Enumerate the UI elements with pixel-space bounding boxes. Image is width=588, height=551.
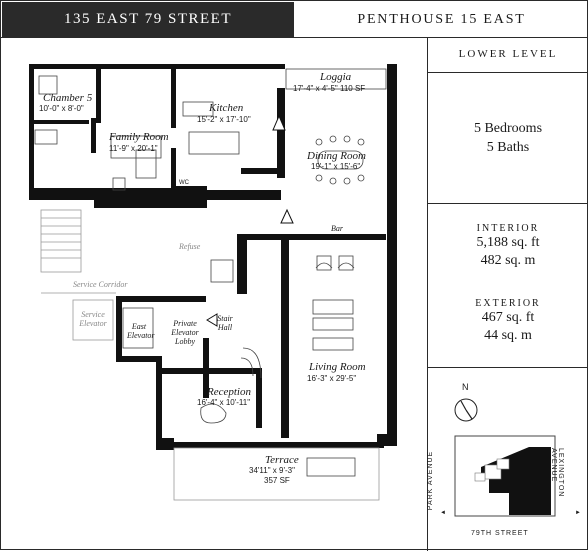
room-label-kitchen: Kitchen: [209, 102, 244, 114]
interior-label: INTERIOR: [476, 223, 540, 234]
level-label: LOWER LEVEL: [458, 48, 558, 60]
room-dims-living: 16'-3" x 29'-5": [307, 374, 357, 383]
room-label-stair-hall: Stair Hall: [217, 314, 233, 332]
room-label-service-corridor: Service Corridor: [73, 280, 128, 289]
north-arrow-icon: [454, 398, 478, 422]
interior-area: INTERIOR 5,188 sq. ft 482 sq. m: [428, 223, 588, 270]
floor-plan-walls: [29, 64, 397, 501]
room-dims-dining: 19'-1" x 15'-6": [311, 162, 361, 171]
room-dims-loggia: 17'-4" x 4'-5" 110 SF: [293, 84, 366, 93]
room-dims-kitchen: 15'-2" x 17'-10": [197, 115, 251, 124]
park-arrow-icon: ◄: [440, 510, 446, 516]
panel-rule-3: [427, 367, 588, 368]
exterior-sqm: 44 sq. m: [484, 328, 532, 343]
exterior-area: EXTERIOR 467 sq. ft 44 sq. m: [428, 298, 588, 345]
street-label-lexington: LEXINGTON AVENUE: [550, 448, 564, 498]
room-label-service-elevator: Service Elevator: [79, 310, 107, 328]
room-label-family: Family Room: [109, 131, 169, 143]
unit-banner: PENTHOUSE 15 EAST: [295, 2, 588, 37]
unit-title: PENTHOUSE 15 EAST: [357, 11, 526, 27]
interior-sqft: 5,188 sq. ft: [476, 235, 540, 250]
interior-sqm: 482 sq. m: [480, 253, 536, 268]
street-label-park: PARK AVENUE: [427, 450, 435, 511]
bath-count: 5 Baths: [486, 140, 530, 155]
panel-divider: [427, 38, 428, 551]
room-label-reception: Reception: [207, 386, 251, 398]
bed-bath-summary: 5 Bedrooms 5 Baths: [428, 119, 588, 157]
room-label-dining: Dining Room: [307, 150, 366, 162]
address-title: 135 EAST 79 STREET: [64, 11, 232, 27]
lex-arrow-icon: ►: [575, 510, 581, 516]
panel-rule-1: [427, 72, 588, 73]
room-label-loggia: Loggia: [320, 71, 352, 83]
exterior-sqft: 467 sq. ft: [481, 310, 535, 325]
key-plan: [454, 435, 556, 517]
room-label-refuse: Refuse: [179, 242, 201, 251]
room-label-bar: Bar: [331, 224, 343, 233]
panel-rule-2: [427, 203, 588, 204]
exterior-label: EXTERIOR: [475, 298, 541, 309]
room-label-terrace: Terrace: [265, 454, 299, 466]
room-area-terrace: 357 SF: [264, 476, 290, 485]
room-label-east-elevator: East Elevator: [127, 322, 155, 340]
bedroom-count: 5 Bedrooms: [473, 121, 543, 136]
north-label: N: [462, 382, 469, 392]
floor-plan: Chamber 5 10'-0" x 8'-0" Family Room 11'…: [1, 38, 427, 551]
room-dims-terrace: 34'11" x 9'-3": [249, 466, 295, 475]
room-label-living: Living Room: [309, 361, 366, 373]
room-label-private-lobby: Private Elevator Lobby: [171, 319, 199, 346]
room-dims-family: 11'-9" x 20'-1": [109, 144, 158, 153]
room-dims-chamber5: 10'-0" x 8'-0": [39, 104, 84, 113]
address-banner: 135 EAST 79 STREET: [2, 2, 294, 37]
street-label-79th: 79TH STREET: [471, 530, 529, 537]
room-label-chamber5: Chamber 5: [43, 92, 93, 104]
header-divider: [1, 37, 588, 38]
room-dims-reception: 16'-4" x 10'-11": [197, 398, 251, 407]
room-label-wc: WC: [179, 180, 189, 186]
